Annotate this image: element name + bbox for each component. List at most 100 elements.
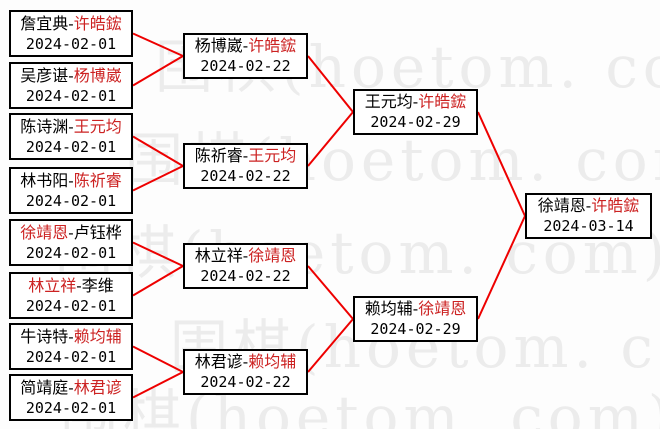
match-box-final: 徐靖恩-许皓鋐 2024-03-14 [525, 193, 652, 239]
bracket-line [477, 215, 526, 320]
match-box-r2m4: 林君谚-赖均辅 2024-02-22 [183, 349, 308, 395]
match-box-r1m3: 陈诗渊-王元均 2024-02-01 [9, 113, 133, 160]
match-players: 陈祈睿-王元均 [195, 145, 296, 166]
bracket-line [132, 345, 184, 373]
match-date: 2024-02-01 [25, 86, 117, 105]
bracket-line [132, 165, 184, 192]
player-name: 徐靖恩 [20, 222, 69, 242]
separator: - [76, 275, 82, 295]
match-players: 林君谚-赖均辅 [195, 351, 296, 372]
player-name: 赖均辅 [248, 352, 297, 371]
match-box-r2m1: 杨博崴-许皓鋐 2024-02-22 [183, 33, 308, 79]
separator: - [412, 92, 419, 111]
player-name: 林君谚 [73, 377, 122, 397]
player-name: 林君谚 [194, 352, 243, 371]
bracket-line [132, 371, 184, 399]
player-name: 牛诗特 [20, 326, 69, 346]
player-name: 杨博崴 [73, 65, 122, 85]
match-players: 吴彦谌-杨博崴 [20, 65, 121, 86]
match-players: 徐靖恩-卢钰桦 [20, 222, 121, 243]
match-players: 林立祥-徐靖恩 [195, 245, 296, 266]
player-name: 许皓鋐 [591, 196, 640, 215]
bracket-line [132, 32, 184, 57]
player-name: 徐靖恩 [248, 246, 297, 265]
player-name: 林立祥 [194, 246, 243, 265]
player-name: 吴彦谌 [20, 65, 69, 85]
player-name: 詹宜典 [20, 13, 69, 33]
match-players: 詹宜典-许皓鋐 [20, 13, 121, 34]
player-name: 杨博崴 [194, 36, 243, 55]
bracket-line [477, 111, 526, 217]
bracket-line [132, 55, 184, 87]
match-players: 简靖庭-林君谚 [20, 377, 121, 398]
player-name: 许皓鋐 [248, 36, 297, 55]
match-box-r1m1: 詹宜典-许皓鋐 2024-02-01 [9, 10, 133, 57]
match-box-r1m8: 简靖庭-林君谚 2024-02-01 [9, 374, 133, 421]
match-players: 牛诗特-赖均辅 [20, 326, 121, 347]
separator: - [68, 65, 74, 85]
match-players: 陈诗渊-王元均 [20, 116, 121, 137]
match-date: 2024-02-22 [200, 57, 291, 75]
match-date: 2024-02-01 [25, 243, 117, 262]
match-date: 2024-02-01 [25, 137, 117, 156]
bracket-line [307, 55, 354, 113]
match-players: 赖均辅-徐靖恩 [365, 298, 466, 319]
watermark-text: 围棋(hoetom. com) [60, 383, 660, 429]
match-date: 2024-02-01 [25, 347, 117, 366]
separator: - [68, 377, 74, 397]
match-players: 徐靖恩-许皓鋐 [538, 195, 639, 216]
separator: - [68, 326, 74, 346]
match-box-r1m5: 徐靖恩-卢钰桦 2024-02-01 [9, 219, 133, 266]
bracket-line [307, 318, 354, 373]
match-date: 2024-02-01 [25, 191, 117, 210]
player-name: 李维 [81, 275, 114, 295]
player-name: 卢钰桦 [73, 222, 122, 242]
player-name: 许皓鋐 [73, 13, 122, 33]
player-name: 林立祥 [28, 275, 77, 295]
player-name: 王元均 [248, 146, 297, 165]
match-date: 2024-02-01 [25, 398, 117, 417]
player-name: 林书阳 [20, 170, 69, 190]
separator: - [412, 299, 419, 318]
separator: - [68, 13, 74, 33]
match-players: 林立祥-李维 [28, 275, 113, 296]
player-name: 赖均辅 [364, 299, 413, 318]
match-box-r3m2: 赖均辅-徐靖恩 2024-02-29 [353, 296, 478, 342]
player-name: 徐靖恩 [418, 299, 467, 318]
match-players: 林书阳-陈祈睿 [20, 170, 121, 191]
player-name: 王元均 [73, 116, 122, 136]
match-box-r2m3: 林立祥-徐靖恩 2024-02-22 [183, 243, 308, 289]
match-date: 2024-02-22 [200, 373, 291, 391]
match-date: 2024-02-22 [200, 267, 291, 285]
player-name: 陈祈睿 [73, 170, 122, 190]
bracket-line [132, 241, 184, 267]
player-name: 徐靖恩 [537, 196, 586, 215]
match-date: 2024-03-14 [543, 217, 634, 235]
separator: - [242, 146, 249, 165]
match-box-r1m4: 林书阳-陈祈睿 2024-02-01 [9, 167, 133, 214]
match-date: 2024-02-29 [370, 113, 461, 131]
separator: - [242, 36, 249, 55]
match-box-r1m7: 牛诗特-赖均辅 2024-02-01 [9, 323, 133, 370]
match-players: 杨博崴-许皓鋐 [195, 35, 296, 56]
player-name: 陈诗渊 [20, 116, 69, 136]
bracket-line [307, 111, 354, 167]
match-box-r1m6: 林立祥-李维 2024-02-01 [9, 272, 133, 319]
player-name: 王元均 [364, 92, 413, 111]
separator: - [68, 116, 74, 136]
match-box-r2m2: 陈祈睿-王元均 2024-02-22 [183, 143, 308, 189]
separator: - [68, 222, 74, 242]
separator: - [242, 352, 249, 371]
separator: - [585, 196, 592, 215]
match-date: 2024-02-01 [25, 296, 117, 315]
bracket-line [132, 135, 184, 167]
player-name: 赖均辅 [73, 326, 122, 346]
match-date: 2024-02-01 [25, 34, 117, 53]
match-players: 王元均-许皓鋐 [365, 91, 466, 112]
player-name: 许皓鋐 [418, 92, 467, 111]
bracket-line [132, 265, 184, 297]
match-box-r3m1: 王元均-许皓鋐 2024-02-29 [353, 89, 478, 135]
separator: - [68, 170, 74, 190]
